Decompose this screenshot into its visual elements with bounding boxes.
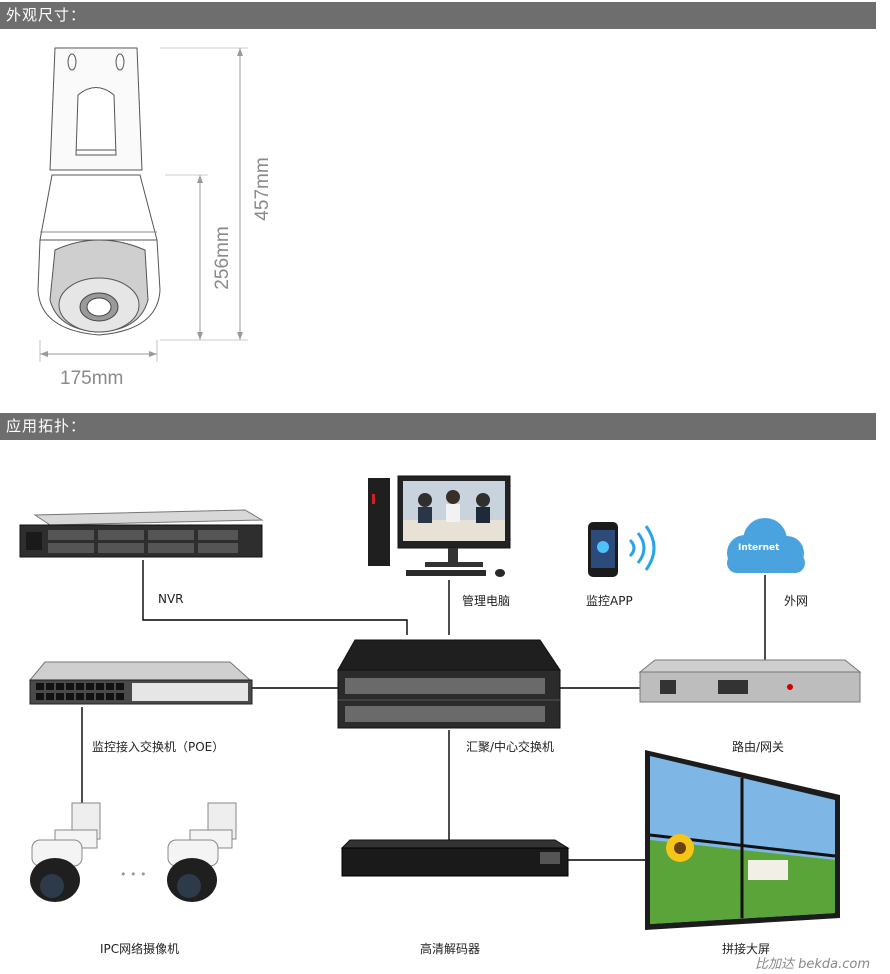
router-label: 路由/网关 [732,738,784,755]
nvr-device [20,510,262,557]
monitoring-app-phone [588,522,654,577]
app-label: 监控APP [586,592,633,609]
nvr-label: NVR [158,592,184,606]
core-switch-device [338,640,560,728]
pc-label: 管理电脑 [462,592,510,609]
ipc-label: IPC网络摄像机 [100,940,179,957]
internet-cloud-label: Internet [738,543,779,553]
access-switch-label: 监控接入交换机（POE） [92,738,224,755]
router-device [640,660,860,702]
management-pc [368,476,510,577]
external-net-label: 外网 [784,592,808,609]
ipc-camera-right [167,803,236,902]
decoder-device [342,840,568,876]
ipc-camera-left [30,803,100,902]
access-switch-device [30,662,252,704]
core-switch-label: 汇聚/中心交换机 [466,738,554,755]
watermark: 比加达 bekda.com [755,953,870,972]
video-wall-device [645,750,840,930]
camera-ellipsis: • • • [120,868,146,881]
decoder-label: 高清解码器 [420,940,480,957]
